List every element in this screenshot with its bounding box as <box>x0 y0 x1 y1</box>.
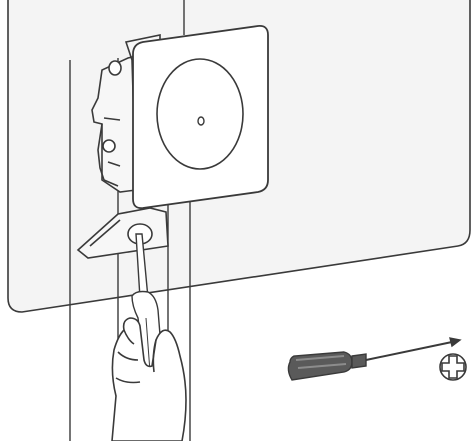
phillips-tip-icon <box>440 354 466 380</box>
round-speaker-plate <box>133 26 268 208</box>
phillips-screwdriver-icon <box>288 338 460 380</box>
